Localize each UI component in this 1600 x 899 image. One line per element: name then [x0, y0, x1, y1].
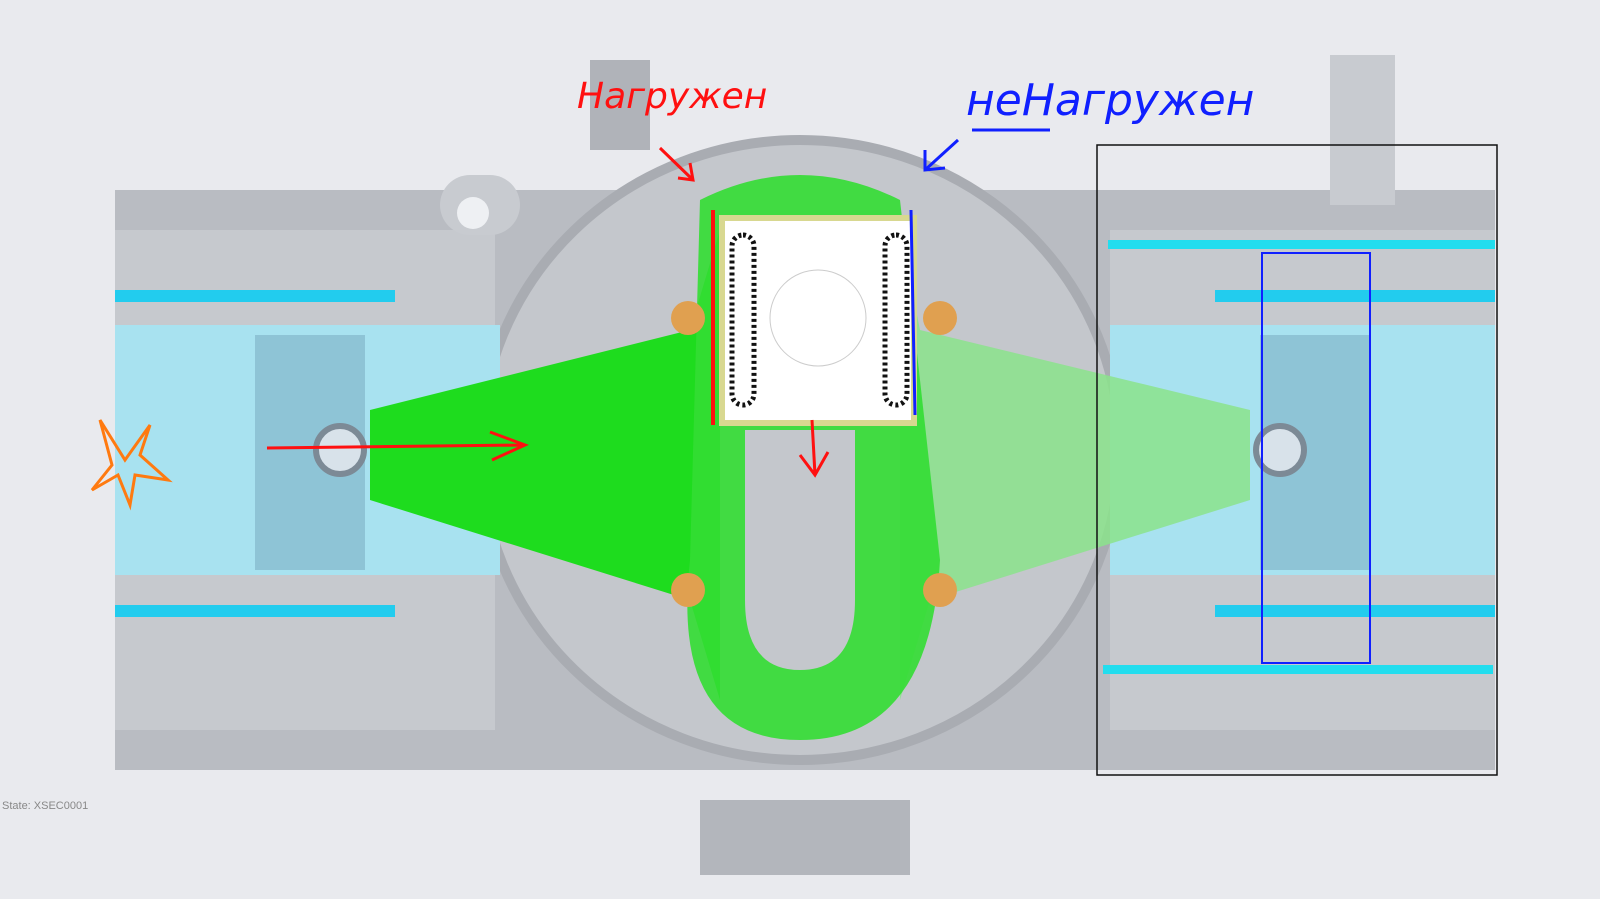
state-label: State: XSEC0001: [2, 800, 89, 812]
force-arrow: [266, 430, 529, 462]
bolt-top-right: [923, 301, 957, 335]
loaded-pointer-arrow: [658, 146, 695, 182]
bearing-section: [711, 209, 917, 426]
loaded-connecting-rod: [370, 230, 720, 700]
bolt-top-left: [671, 301, 705, 335]
down-arrow: [798, 419, 830, 478]
unloaded-label: неНагружен: [966, 75, 1254, 126]
loaded-label: Нагружен: [577, 76, 767, 117]
unloaded-pointer-arrow: [923, 138, 960, 172]
bolt-bottom-right: [923, 573, 957, 607]
piston-outline: [1261, 252, 1371, 664]
cyan-line-bottom: [1103, 665, 1493, 674]
unloaded-connecting-rod: [900, 230, 1250, 700]
selection-box: [1096, 144, 1498, 776]
cyan-line-top: [1108, 240, 1495, 249]
unloaded-side-line: [909, 209, 917, 416]
bolt-bottom-left: [671, 573, 705, 607]
impact-star-icon: [90, 419, 173, 511]
